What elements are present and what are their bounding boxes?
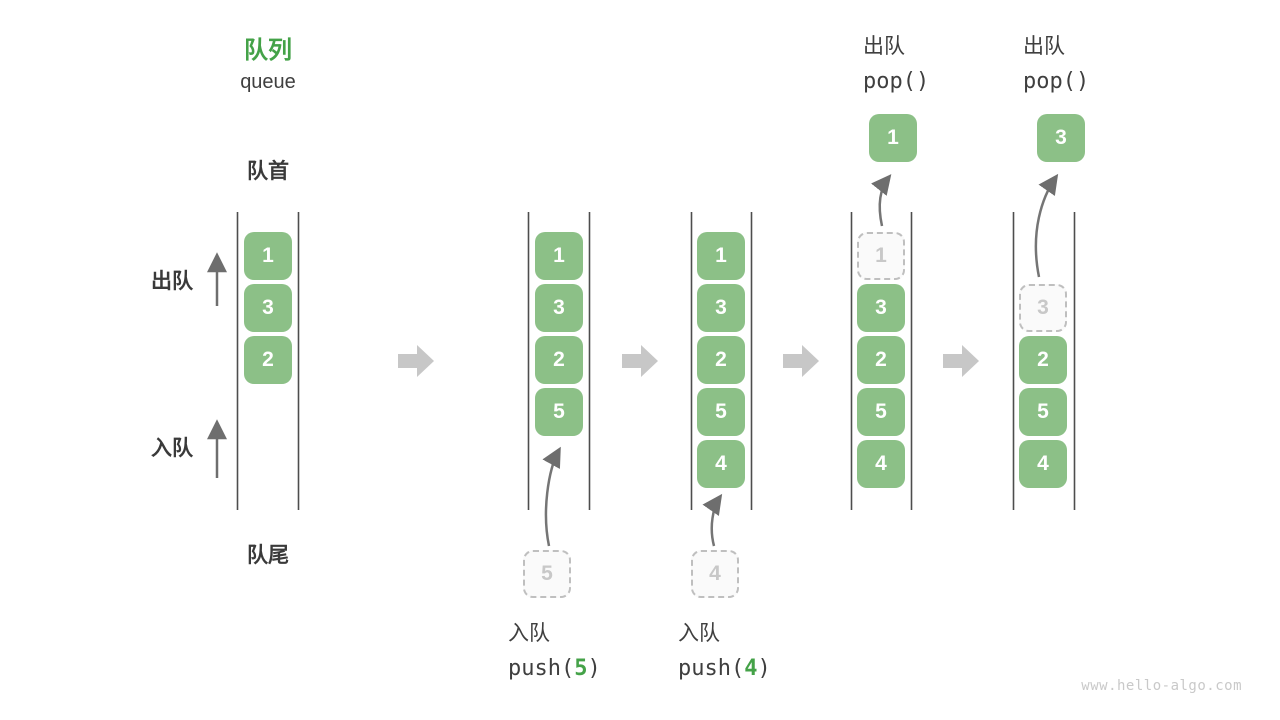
- queue-cell: 2: [857, 336, 905, 384]
- flow-arrow: [943, 345, 979, 377]
- enqueue-side-label: 入队: [151, 437, 193, 460]
- queue-cell: 4: [1019, 440, 1067, 488]
- queue-cell: 3: [697, 284, 745, 332]
- code-arg: 5: [574, 656, 588, 681]
- code-arg: 4: [744, 656, 758, 681]
- push-4-operation-label: 入队 push(4): [678, 617, 771, 681]
- queue-cell: 3: [857, 284, 905, 332]
- flow-arrow: [398, 345, 434, 377]
- popped-element: 3: [1037, 114, 1085, 162]
- push-5-code: push(5): [508, 656, 601, 681]
- flow-arrow: [622, 345, 658, 377]
- incoming-element-ghost: 5: [523, 550, 571, 598]
- queue-cell: 3: [535, 284, 583, 332]
- queue-cell: 5: [857, 388, 905, 436]
- popped-element: 1: [869, 114, 917, 162]
- queue-cell: 3: [244, 284, 292, 332]
- queue-front-label: 队首: [247, 160, 289, 183]
- pop-3-arrow: [1034, 173, 1059, 278]
- queue-cell: 1: [697, 232, 745, 280]
- removed-element-ghost: 1: [857, 232, 905, 280]
- push-5-operation-label: 入队 push(5): [508, 617, 601, 681]
- queue-cell: 2: [1019, 336, 1067, 384]
- queue-cell: 1: [244, 232, 292, 280]
- code-fn: push(: [508, 656, 575, 681]
- queue-cell: 2: [244, 336, 292, 384]
- queue-cell: 4: [857, 440, 905, 488]
- queue-cell: 2: [535, 336, 583, 384]
- queue-rear-label: 队尾: [247, 544, 289, 567]
- flow-arrow: [783, 345, 819, 377]
- dequeue-op-label: 出队: [863, 35, 905, 58]
- push-5-arrow: [542, 446, 561, 547]
- pop-1-arrow: [871, 174, 892, 227]
- push-4-arrow: [702, 493, 723, 547]
- operation-arrows: [542, 173, 1059, 547]
- queue-cell: 5: [1019, 388, 1067, 436]
- pop-1-operation-label: 出队 pop(): [863, 30, 929, 94]
- queue-cell: 2: [697, 336, 745, 384]
- pop-3-operation-label: 出队 pop(): [1023, 30, 1089, 94]
- enqueue-op-label: 入队: [508, 622, 550, 645]
- enqueue-op-label: 入队: [678, 622, 720, 645]
- incoming-element-ghost: 4: [691, 550, 739, 598]
- push-4-code: push(4): [678, 656, 771, 681]
- queue-cell: 1: [535, 232, 583, 280]
- code-close: ): [757, 656, 771, 681]
- pop-code: pop(): [1023, 69, 1090, 94]
- dequeue-side-label: 出队: [151, 270, 193, 293]
- dequeue-op-label: 出队: [1023, 35, 1065, 58]
- pop-code: pop(): [863, 69, 930, 94]
- queue-cell: 5: [697, 388, 745, 436]
- queue-cell: 5: [535, 388, 583, 436]
- diagram-title-zh: 队列: [244, 37, 292, 64]
- code-close: ): [587, 656, 601, 681]
- diagram-title-en: queue: [240, 71, 296, 93]
- queue-walls: [236, 212, 1076, 510]
- site-watermark: www.hello-algo.com: [1081, 678, 1242, 694]
- removed-element-ghost: 3: [1019, 284, 1067, 332]
- queue-cell: 4: [697, 440, 745, 488]
- code-fn: push(: [678, 656, 745, 681]
